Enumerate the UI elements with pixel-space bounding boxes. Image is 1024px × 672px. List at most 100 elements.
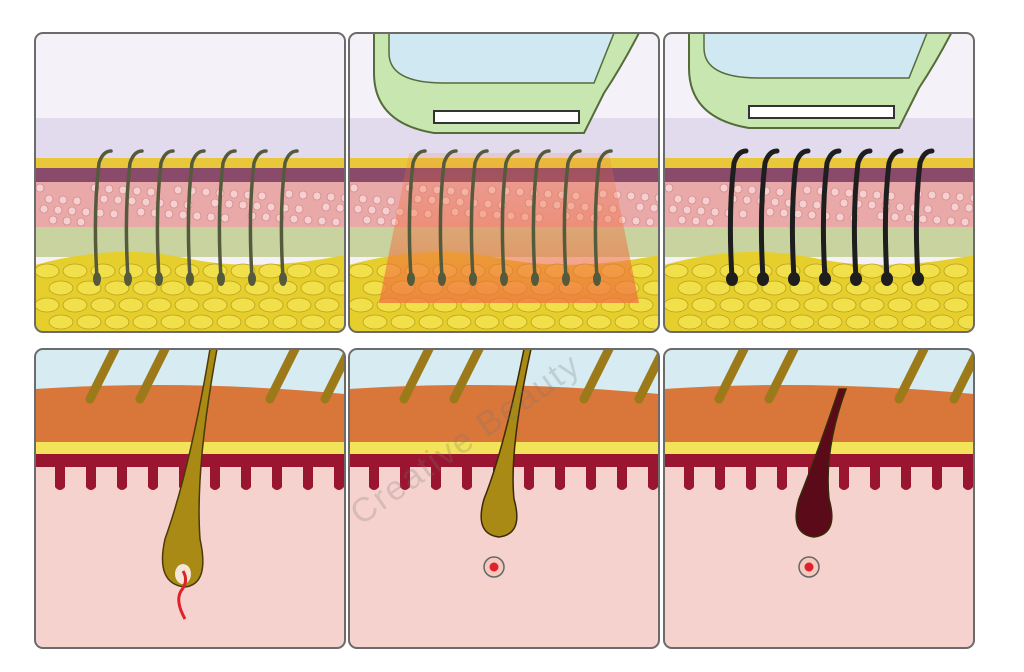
fat-cell: [859, 297, 885, 313]
surface-hair: [265, 349, 300, 404]
hair: [913, 148, 935, 281]
cell: [798, 199, 808, 209]
cell: [169, 199, 179, 209]
fat-cell: [929, 280, 955, 296]
surface-hair: [449, 349, 484, 404]
cell: [178, 210, 188, 220]
cell: [872, 190, 882, 200]
cell: [367, 205, 377, 215]
panel-content: [349, 33, 659, 332]
cell: [326, 192, 336, 202]
cell: [201, 187, 211, 197]
fat-cell: [118, 297, 144, 313]
fat-cell: [286, 263, 312, 279]
hair-bulb: [93, 272, 101, 286]
fat-cell: [328, 280, 345, 296]
cell: [192, 211, 202, 221]
cell: [136, 207, 146, 217]
cell: [113, 195, 123, 205]
cell: [946, 216, 956, 226]
cell: [807, 210, 817, 220]
cell: [867, 200, 877, 210]
fat-cell: [642, 314, 659, 330]
cell: [294, 204, 304, 214]
cell: [229, 189, 239, 199]
fat-cell: [314, 297, 340, 313]
hair-bulb: [726, 272, 738, 286]
skin-surface: [35, 158, 345, 168]
hair-follicle: [480, 349, 532, 538]
cell: [631, 216, 641, 226]
fat-cell: [300, 314, 326, 330]
hair: [727, 148, 749, 281]
fat-cell: [677, 280, 703, 296]
cell: [298, 190, 308, 200]
cell: [719, 183, 729, 193]
cell: [48, 215, 58, 225]
fat-cell: [349, 297, 374, 313]
fat-cell: [418, 314, 444, 330]
hair: [820, 148, 842, 281]
cell: [58, 195, 68, 205]
cell: [220, 213, 230, 223]
fat-cell: [244, 280, 270, 296]
fat-cell: [733, 280, 759, 296]
fat-cell: [104, 314, 130, 330]
cell: [701, 196, 711, 206]
cell: [839, 198, 849, 208]
cell: [941, 191, 951, 201]
hair: [93, 149, 113, 280]
panel-content: [664, 33, 974, 332]
fat-cell: [775, 297, 801, 313]
fat-cell: [62, 297, 88, 313]
sky-band: [35, 118, 345, 163]
cell: [830, 187, 840, 197]
fat-cell: [76, 314, 102, 330]
cell: [72, 196, 82, 206]
hair: [469, 149, 489, 280]
hair-bulb: [407, 272, 415, 286]
fat-cell: [160, 314, 186, 330]
fat-cell: [873, 314, 899, 330]
fat-cell: [62, 263, 88, 279]
cell: [687, 195, 697, 205]
bottom-panel-1: [34, 348, 346, 649]
surface-hair: [85, 349, 120, 404]
top-panel-3: [663, 32, 975, 333]
cell: [710, 207, 720, 217]
fat-cell: [761, 314, 787, 330]
fat-cell: [901, 314, 927, 330]
handpiece-aperture: [433, 110, 580, 124]
cell: [132, 186, 142, 196]
hair-bulb: [531, 272, 539, 286]
blood-vessel-layer: [664, 454, 974, 490]
hair: [882, 148, 904, 281]
fat-cell: [216, 314, 242, 330]
hair-bulb: [757, 272, 769, 286]
surface-hair: [634, 349, 659, 404]
top-panel-1: [34, 32, 346, 333]
cell: [289, 214, 299, 224]
fat-cell: [35, 297, 60, 313]
cell: [858, 189, 868, 199]
panel-border: [348, 32, 660, 333]
fat-cell: [230, 297, 256, 313]
skin-surface: [664, 158, 974, 168]
cell: [206, 212, 216, 222]
panel-content: [349, 349, 659, 648]
cell: [691, 216, 701, 226]
cell: [793, 209, 803, 219]
cell: [640, 192, 650, 202]
fat-cell: [664, 297, 689, 313]
panel-content: [664, 349, 974, 648]
cell: [677, 215, 687, 225]
cell: [770, 197, 780, 207]
laser-beam: [379, 153, 639, 303]
cell: [673, 194, 683, 204]
cell: [35, 183, 45, 193]
cell: [635, 202, 645, 212]
fat-cell: [35, 263, 60, 279]
cell: [895, 202, 905, 212]
cell: [317, 216, 327, 226]
